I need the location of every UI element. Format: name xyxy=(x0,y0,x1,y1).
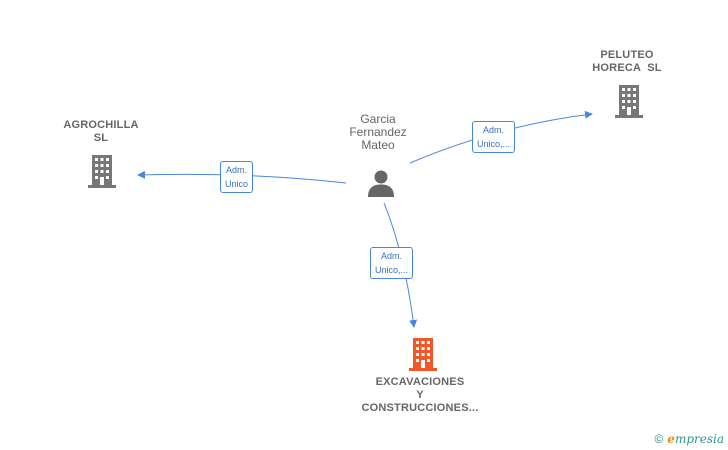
company-name: PELUTEO HORECA SL xyxy=(547,49,707,75)
building-icon xyxy=(88,155,116,188)
brand-logo-rest: mpresia xyxy=(674,432,724,446)
company-name-line: SL xyxy=(93,132,109,144)
person-name-line: Garcia xyxy=(360,112,396,126)
edge-label-line: Adm. xyxy=(483,125,505,135)
edge-label-line: Adm. xyxy=(226,165,248,175)
company-name-line: AGROCHILLA xyxy=(63,119,139,131)
company-name-line: HORECA SL xyxy=(592,62,662,74)
copyright-icon: © xyxy=(654,432,664,446)
person-name: Garcia Fernandez Mateo xyxy=(298,113,458,152)
brand-logo-initial: e xyxy=(667,432,675,446)
edge-label-line: Adm. xyxy=(381,251,403,261)
person-name-line: Mateo xyxy=(361,138,395,152)
edge-label-agrochilla[interactable]: Adm. Unico xyxy=(220,161,254,193)
brand-logo: empresia xyxy=(667,432,724,446)
company-name-line: EXCAVACIONES xyxy=(375,376,465,388)
edge-label-line: Unico,... xyxy=(375,265,409,275)
company-name-line: PELUTEO xyxy=(600,49,654,61)
company-name: AGROCHILLA SL xyxy=(21,119,181,145)
edge-label-line: Unico xyxy=(225,179,249,189)
company-name-line: Y xyxy=(416,389,424,401)
building-icon xyxy=(409,338,437,371)
edge-label-excavaciones[interactable]: Adm. Unico,... xyxy=(370,247,414,279)
company-name-line: CONSTRUCCIONES... xyxy=(361,402,479,414)
person-name-line: Fernandez xyxy=(349,125,407,139)
edge-label-peluteo[interactable]: Adm. Unico,... xyxy=(472,121,516,153)
edge-label-line: Unico,... xyxy=(477,139,511,149)
brand-footer: ©empresia xyxy=(654,432,724,446)
company-name: EXCAVACIONES Y CONSTRUCCIONES... xyxy=(340,376,500,415)
person-icon xyxy=(368,170,394,197)
building-icon xyxy=(615,85,643,118)
